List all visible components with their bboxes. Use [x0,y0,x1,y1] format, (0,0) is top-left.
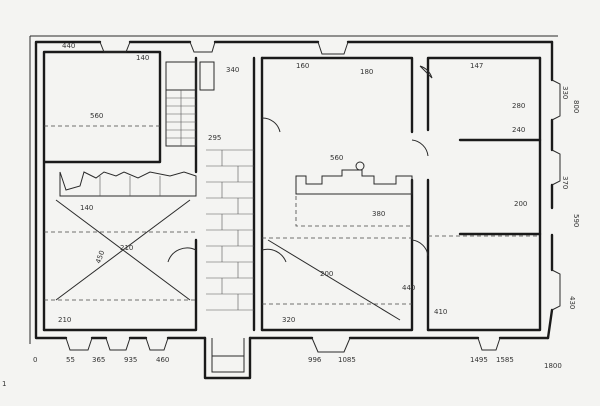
top-dim-text: 140 [136,54,149,62]
right-dimensions: 330 800 370 590 430 [561,86,580,309]
bottom-dim-text: 1585 [496,356,514,364]
bottom-dim-text: 365 [92,356,105,364]
center-fireplace [295,161,413,227]
top-dim-text: 180 [360,68,373,76]
room-label: 320 [282,316,295,324]
interior-walls [42,50,542,332]
room-labels: 560 140 560 295 280 200 240 210 200 210 … [58,102,527,324]
overhead-lines [44,125,540,305]
window-bays [65,41,561,353]
room-label: 440 [402,284,415,292]
room-label: 210 [58,316,71,324]
right-dim-text: 330 [561,86,569,99]
outer-walls [29,35,558,344]
top-dim-text: 340 [226,66,239,74]
door-swings [167,65,433,263]
bottom-dim-text: 0 [33,356,37,364]
bottom-dim-text: 1800 [544,362,562,370]
room-label: 295 [208,134,221,142]
room-label: 560 [90,112,103,120]
right-dim-text: 430 [568,296,576,309]
room-label: 560 [330,154,343,162]
room-label: 240 [512,126,525,134]
bottom-dim-text: 1495 [470,356,488,364]
room-label: 200 [514,200,527,208]
entrance-porch [203,336,252,380]
bottom-dim-text: 55 [66,356,75,364]
right-dim-text: 800 [572,100,580,113]
bottom-dim-text: 935 [124,356,137,364]
room-label: 380 [372,210,385,218]
bottom-dimensions: 0 55 365 935 460 996 1085 1495 1585 1800 [33,356,562,370]
top-dimensions: 440 140 340 160 180 147 [62,42,483,76]
room-label: 140 [80,204,93,212]
hall-paving [206,149,254,311]
staircase [165,61,215,147]
top-dim-text: 147 [470,62,483,70]
room-label: 450 [94,249,106,264]
top-dim-text: 160 [296,62,309,70]
right-dim-text: 370 [561,176,569,189]
bottom-dim-text: 1085 [338,356,356,364]
bottom-dim-text: 460 [156,356,169,364]
room-label: 200 [320,270,333,278]
room-label: 280 [512,102,525,110]
corner-mark: 1 [2,380,6,388]
room-diagonals [55,199,401,321]
top-dim-text: 440 [62,42,75,50]
left-chimney-breast [59,171,197,197]
right-dim-text: 590 [572,214,580,227]
bottom-dim-text: 996 [308,356,322,364]
room-label: 410 [434,308,447,316]
room-label: 210 [120,244,133,252]
